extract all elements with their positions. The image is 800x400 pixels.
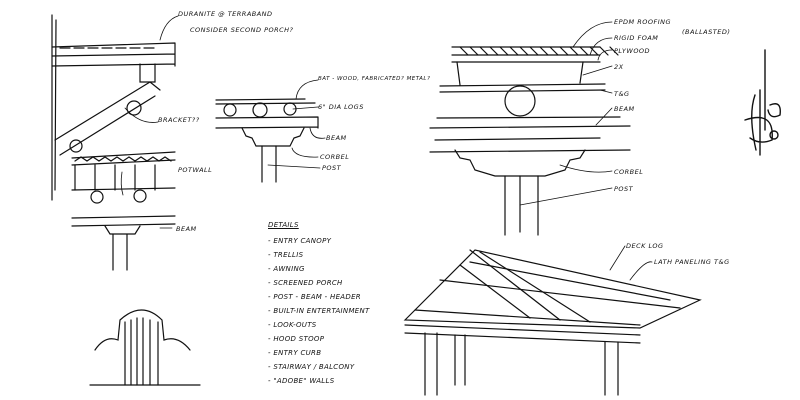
potwall-label: Potwall	[178, 166, 213, 174]
details-list: Details - Entry canopy - Trellis - Awnin…	[268, 218, 370, 388]
log-beam-detail	[215, 98, 319, 183]
plywood-label: Plywood	[614, 47, 651, 55]
list-item: - Stairway / balcony	[268, 363, 355, 371]
list-item: - Awning	[268, 265, 305, 273]
leader-lines	[120, 15, 653, 281]
beam-label-left: Beam	[176, 225, 197, 233]
list-item: - Entry canopy	[268, 237, 332, 245]
bracket-label: Bracket??	[158, 116, 200, 124]
rigid-foam-label: Rigid foam	[614, 34, 659, 42]
list-item: - "Adobe" walls	[268, 377, 335, 385]
list-item: - Post - beam - header	[268, 293, 361, 301]
porch-question: Consider second porch?	[190, 26, 294, 34]
post-label-right: Post	[614, 185, 634, 193]
bracket-detail	[51, 14, 176, 271]
signature-mark	[744, 49, 781, 156]
gate-sketch	[89, 309, 201, 386]
roof-note: Duranite @ terraband	[178, 10, 273, 18]
2x-label: 2x	[614, 63, 624, 71]
list-item: - Look-outs	[268, 321, 317, 329]
roofing-label: EPDM roofing	[614, 18, 672, 26]
list-item: - Hood stoop	[268, 335, 325, 343]
list-item: - Built-in entertainment	[268, 307, 370, 315]
ballasted-label: (ballasted)	[682, 28, 731, 36]
post-label-middle: Post	[322, 164, 342, 172]
bat-note: Bat - wood, fabricated? Metal?	[318, 76, 431, 82]
beam-label-middle: Beam	[326, 134, 347, 142]
list-item: - Trellis	[268, 251, 304, 259]
lath-label: Lath paneling T&G	[654, 258, 730, 266]
logs-label: 6" dia logs	[318, 103, 364, 111]
deck-log-label: Deck log	[626, 242, 664, 250]
tg-label: T&G	[614, 90, 630, 98]
roof-section-detail	[429, 46, 631, 236]
list-item: - Screened porch	[268, 279, 343, 287]
corbel-label-right: Corbel	[614, 168, 644, 176]
corbel-label-middle: Corbel	[320, 153, 350, 161]
list-item: - Entry curb	[268, 349, 322, 357]
details-title: Details	[268, 221, 299, 229]
beam-label-right: Beam	[614, 105, 635, 113]
pergola-sketch	[403, 249, 702, 396]
